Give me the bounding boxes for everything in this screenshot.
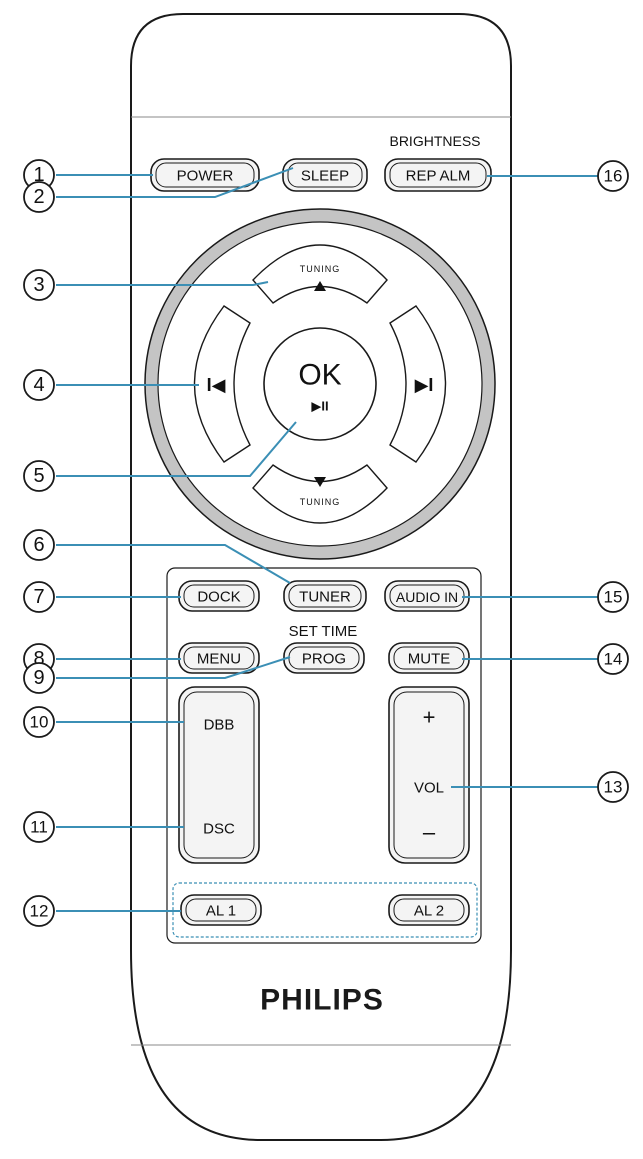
svg-text:10: 10 (30, 713, 49, 732)
svg-text:9: 9 (33, 667, 44, 689)
set-time-label: SET TIME (289, 623, 358, 640)
ok-play-pause-button[interactable]: OK ▶II (263, 327, 377, 441)
callout-12: 12 (23, 895, 55, 927)
sleep-label: SLEEP (301, 168, 349, 185)
callout-16: 16 (597, 160, 629, 192)
prog-button[interactable]: PROG (283, 642, 365, 674)
tuner-button[interactable]: TUNER (283, 580, 367, 612)
callout-3: 3 (23, 269, 55, 301)
tuning-up-button[interactable]: TUNING (252, 244, 388, 304)
al2-label: AL 2 (414, 903, 444, 920)
al1-label: AL 1 (206, 903, 236, 920)
svg-text:13: 13 (604, 778, 623, 797)
callout-7: 7 (23, 581, 55, 613)
svg-text:4: 4 (33, 374, 44, 396)
volume-minus-icon: – (423, 820, 436, 845)
svg-text:15: 15 (604, 588, 623, 607)
callout-lines (56, 167, 598, 912)
callout-11: 11 (23, 811, 55, 843)
callout-4: 4 (23, 369, 55, 401)
svg-text:16: 16 (604, 167, 623, 186)
mute-label: MUTE (408, 651, 451, 668)
tuning-down-label: TUNING (300, 497, 341, 507)
tuning-up-label: TUNING (300, 264, 341, 274)
rep-alm-label: REP ALM (406, 168, 471, 185)
dbb-dsc-button[interactable]: DBB DSC (178, 686, 260, 864)
previous-button[interactable]: I◀ (193, 305, 251, 463)
audio-in-label: AUDIO IN (396, 589, 458, 605)
al1-button[interactable]: AL 1 (180, 894, 262, 926)
dbb-label: DBB (204, 717, 235, 734)
callout-9: 9 (23, 662, 55, 694)
tuning-down-button[interactable]: TUNING (252, 464, 388, 524)
callout-14: 14 (597, 643, 629, 675)
ok-label: OK (298, 359, 341, 392)
alarm-button-group (172, 882, 478, 938)
svg-text:5: 5 (33, 465, 44, 487)
callout-1: 1 (23, 159, 55, 191)
power-button[interactable]: POWER (150, 158, 260, 192)
brand-logo-text: PHILIPS (260, 984, 384, 1017)
menu-button[interactable]: MENU (178, 642, 260, 674)
callout-6: 6 (23, 529, 55, 561)
svg-text:7: 7 (33, 586, 44, 608)
svg-text:8: 8 (33, 648, 44, 670)
next-track-icon: ▶I (415, 375, 434, 395)
callout-15: 15 (597, 581, 629, 613)
rep-alm-button[interactable]: REP ALM (384, 158, 492, 192)
dock-button[interactable]: DOCK (178, 580, 260, 612)
tuning-up-arrow-icon (314, 281, 326, 291)
svg-text:12: 12 (30, 902, 49, 921)
lower-button-panel (166, 567, 482, 944)
svg-text:1: 1 (33, 164, 44, 186)
svg-text:11: 11 (30, 818, 48, 837)
brightness-label: BRIGHTNESS (389, 133, 480, 149)
callout-5: 5 (23, 460, 55, 492)
menu-label: MENU (197, 651, 241, 668)
volume-button[interactable]: + VOL – (388, 686, 470, 864)
svg-text:3: 3 (33, 274, 44, 296)
audio-in-button[interactable]: AUDIO IN (384, 580, 470, 612)
al2-button[interactable]: AL 2 (388, 894, 470, 926)
prog-label: PROG (302, 651, 346, 668)
callout-10: 10 (23, 706, 55, 738)
vol-label: VOL (414, 780, 444, 797)
mute-button[interactable]: MUTE (388, 642, 470, 674)
dsc-label: DSC (203, 821, 235, 838)
play-pause-icon: ▶II (311, 399, 328, 414)
dock-label: DOCK (197, 589, 240, 606)
next-button[interactable]: ▶I (389, 305, 447, 463)
sleep-button[interactable]: SLEEP (282, 158, 368, 192)
svg-text:2: 2 (33, 186, 44, 208)
svg-text:6: 6 (33, 534, 44, 556)
tuner-label: TUNER (299, 589, 351, 606)
tuning-down-arrow-icon (314, 477, 326, 487)
volume-plus-icon: + (423, 705, 436, 730)
power-label: POWER (177, 168, 234, 185)
callout-13: 13 (597, 771, 629, 803)
svg-text:14: 14 (604, 650, 623, 669)
previous-track-icon: I◀ (207, 375, 226, 395)
callout-2: 2 (23, 181, 55, 213)
